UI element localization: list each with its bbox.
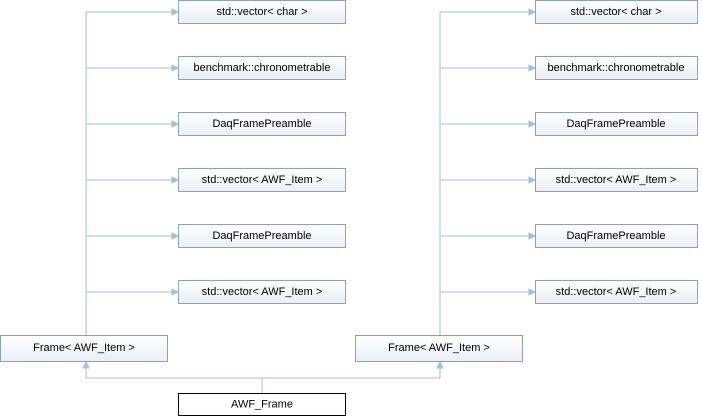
left-base-node-benchmark-chronometrable[interactable]: benchmark::chronometrable — [178, 56, 346, 80]
right-base-label: benchmark::chronometrable — [548, 62, 685, 74]
left-frame-label: Frame< AWF_Item > — [33, 342, 135, 354]
right-base-label: DaqFramePreamble — [566, 230, 665, 242]
left-base-label: std::vector< char > — [216, 6, 307, 18]
left-base-node-std-vector-char[interactable]: std::vector< char > — [178, 0, 346, 24]
right-base-node-daqframepreamble[interactable]: DaqFramePreamble — [535, 112, 698, 136]
right-base-node-std-vector-char[interactable]: std::vector< char > — [535, 0, 698, 24]
bottom-edges — [82, 360, 444, 393]
right-base-node-std-vector-awf-item[interactable]: std::vector< AWF_Item > — [535, 168, 698, 192]
awf-frame-label: AWF_Frame — [231, 399, 293, 411]
right-frame-label: Frame< AWF_Item > — [388, 342, 490, 354]
right-base-label: std::vector< char > — [570, 6, 661, 18]
awf-frame-node[interactable]: AWF_Frame — [178, 393, 346, 416]
left-edges — [85, 8, 180, 335]
left-frame-node[interactable]: Frame< AWF_Item > — [0, 335, 168, 362]
right-base-node-daqframepreamble-2[interactable]: DaqFramePreamble — [535, 224, 698, 248]
left-base-node-std-vector-awf-item[interactable]: std::vector< AWF_Item > — [178, 168, 346, 192]
right-frame-node[interactable]: Frame< AWF_Item > — [355, 335, 523, 362]
left-base-label: DaqFramePreamble — [212, 230, 311, 242]
left-base-label: std::vector< AWF_Item > — [202, 286, 323, 298]
left-base-node-std-vector-awf-item-2[interactable]: std::vector< AWF_Item > — [178, 280, 346, 304]
right-base-node-std-vector-awf-item-2[interactable]: std::vector< AWF_Item > — [535, 280, 698, 304]
right-base-label: std::vector< AWF_Item > — [556, 174, 677, 186]
right-edges — [439, 8, 537, 335]
left-base-label: benchmark::chronometrable — [194, 62, 331, 74]
left-base-node-daqframepreamble-2[interactable]: DaqFramePreamble — [178, 224, 346, 248]
left-base-label: std::vector< AWF_Item > — [202, 174, 323, 186]
left-base-node-daqframepreamble[interactable]: DaqFramePreamble — [178, 112, 346, 136]
left-base-label: DaqFramePreamble — [212, 118, 311, 130]
right-base-node-benchmark-chronometrable[interactable]: benchmark::chronometrable — [535, 56, 698, 80]
right-base-label: DaqFramePreamble — [566, 118, 665, 130]
right-base-label: std::vector< AWF_Item > — [556, 286, 677, 298]
